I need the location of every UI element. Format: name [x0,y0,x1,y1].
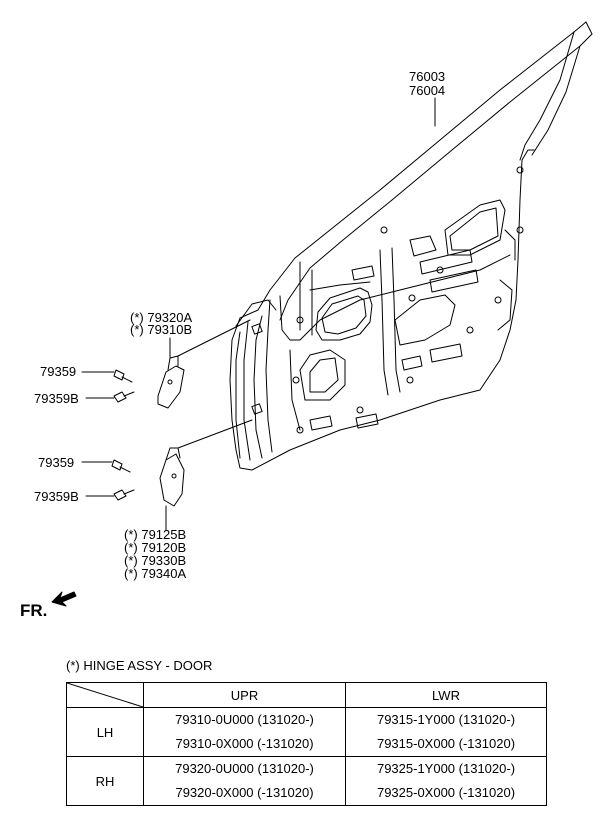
hinge-part-table: UPR LWR LH 79310-0U000 (131020-) 79310-0… [66,682,547,806]
upper-hinge-callout-1: (*) 79320A [130,311,192,325]
hinge-assy-marker: (*) [124,553,138,568]
hinge-assy-marker: (*) [124,566,138,581]
lower-bolt-b-label: 79359B [34,489,79,504]
hinge-pillar [235,299,277,459]
bolt-upper-a [113,369,133,383]
row-label-lh: LH [66,707,144,757]
lh-upr-part-2: 79310-0X000 (-131020) [175,736,314,751]
part-number: 79320A [147,310,193,325]
lh-lwr-part-2: 79315-0X000 (-131020) [376,736,516,751]
lh-upr-part-1: 79310-0U000 (131020-) [175,712,314,727]
hinge-assy-marker: (*) [130,322,144,337]
front-arrow-icon [51,591,77,607]
lower-hinge-callout-2: (*) 79120B [124,541,186,555]
bolt-lower-b [113,489,135,501]
door-parts-diagram [51,21,593,607]
lh-lwr-cell: 79315-1Y000 (131020-) 79315-0X000 (-1310… [345,707,547,757]
lower-hinge-callout-1: (*) 79125B [124,528,186,542]
upper-bolt-label: 79359 [40,364,77,379]
part-number: 79125B [141,527,187,542]
table-header-row: UPR LWR [66,682,547,708]
door-inner-panel [229,149,535,471]
lh-lwr-part-1: 79315-1Y000 (131020-) [376,712,516,727]
table-corner-cell [66,682,144,708]
door-part-number-1: 76003 [409,69,446,84]
leader-lines [81,97,436,531]
upper-hinge-callout-2: (*) 79310B [130,323,192,337]
rh-lwr-cell: 79325-1Y000 (131020-) 79325-0X000 (-1310… [345,756,547,806]
part-number: 79340A [141,566,187,581]
table-row-rh: RH 79320-0U000 (131020-) 79320-0X000 (-1… [66,756,547,806]
column-header-upr: UPR [142,682,347,708]
rh-upr-cell: 79320-0U000 (131020-) 79320-0X000 (-1310… [142,756,347,806]
lower-hinge-callout-4: (*) 79340A [124,567,186,581]
bolt-upper-b [113,391,135,403]
lower-hinge-callout-3: (*) 79330B [124,554,186,568]
row-label-rh: RH [66,756,144,806]
bolt-lower-a [111,459,131,473]
lower-hinge [159,419,253,507]
hinge-assy-marker: (*) [130,310,144,325]
rh-lwr-part-1: 79325-1Y000 (131020-) [376,761,516,776]
hinge-assy-marker: (*) [124,540,138,555]
diagonal-divider [67,683,143,707]
part-number: 79310B [147,322,193,337]
door-frame-outline [257,21,593,336]
rh-upr-part-1: 79320-0U000 (131020-) [175,761,314,776]
hinge-assy-marker: (*) [124,527,138,542]
table-row-lh: LH 79310-0U000 (131020-) 79310-0X000 (-1… [66,707,547,757]
rh-upr-part-2: 79320-0X000 (-131020) [175,785,314,800]
upper-bolt-b-label: 79359B [34,391,79,406]
upper-hinge [157,319,251,409]
hinge-assy-note: (*) HINGE ASSY - DOOR [66,658,213,673]
part-number: 79120B [141,540,187,555]
rh-lwr-part-2: 79325-0X000 (-131020) [376,785,516,800]
front-direction-label: FR. [20,601,48,620]
part-number: 79330B [141,553,187,568]
lh-upr-cell: 79310-0U000 (131020-) 79310-0X000 (-1310… [142,707,347,757]
door-part-number-2: 76004 [409,83,446,98]
lower-bolt-label: 79359 [38,455,75,470]
column-header-lwr: LWR [345,682,547,708]
